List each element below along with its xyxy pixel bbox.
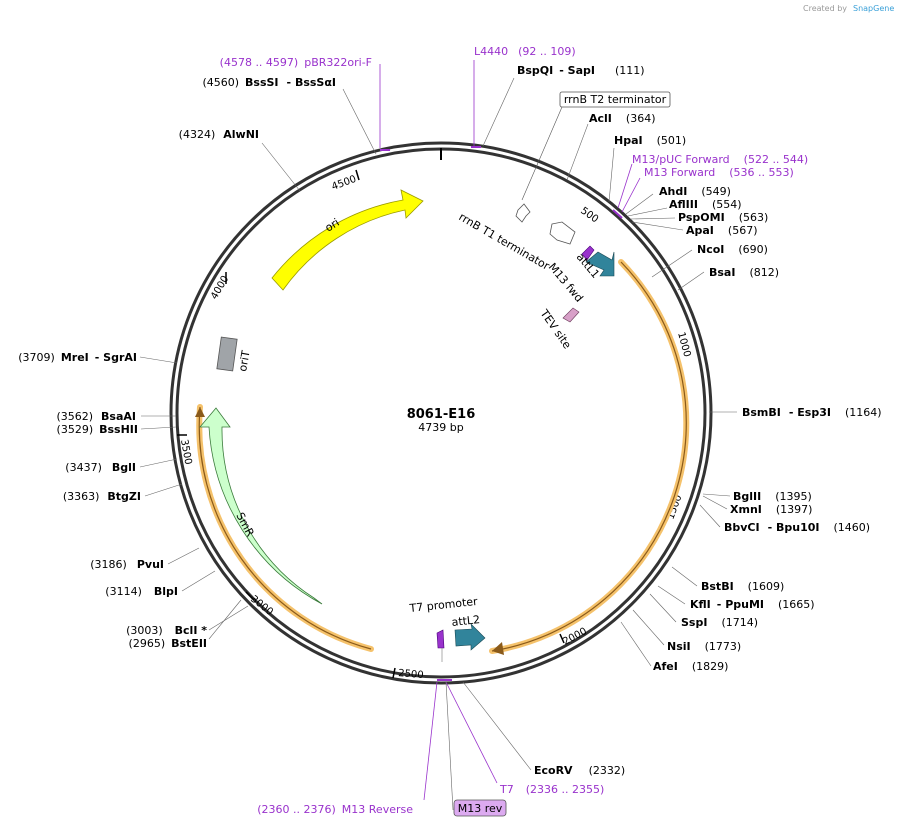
m13-rev-label: M13 rev <box>458 802 503 815</box>
site-bsai: BsaI(812) <box>709 266 779 279</box>
rrnb-t1-label: rrnB T1 terminator <box>457 210 553 273</box>
site-ecorv: EcoRV(2332) <box>534 764 625 777</box>
attl2-feature <box>454 623 486 651</box>
orit-feature <box>216 336 238 372</box>
primer-m13puc: M13/pUC Forward(522 .. 544) <box>632 153 808 166</box>
snapgene-logo: SnapGene <box>853 4 894 13</box>
credit-text: Created by <box>803 4 847 13</box>
site-aflIII: AflIII(554) <box>669 198 742 211</box>
rrnb-t2-label: rrnB T2 terminator <box>564 93 667 106</box>
m13-fwd-feature <box>581 245 595 261</box>
rrnb-t1-feature <box>549 221 576 245</box>
site-bspqi: BspQI- SapI(111) <box>517 64 645 77</box>
site-bbvci: BbvCI- Bpu10I(1460) <box>724 521 870 534</box>
ori-label: ori <box>323 216 342 235</box>
primer-t7: T7(2336 .. 2355) <box>499 783 604 796</box>
site-blpi: (3114)BlpI <box>105 585 178 598</box>
site-alwni: (4324)AlwNI <box>179 128 259 141</box>
m13-rev-box <box>453 799 507 817</box>
tev-feature <box>562 307 580 323</box>
orf-left-arrowhead <box>195 407 205 417</box>
site-ncoi: NcoI(690) <box>697 243 768 256</box>
primer-l4440: L4440(92 .. 109) <box>474 45 576 58</box>
orf-right-arrowhead <box>492 642 504 655</box>
site-pvui: (3186)PvuI <box>90 558 164 571</box>
site-sspi: SspI(1714) <box>681 616 758 629</box>
site-bgli: (3437)BglI <box>65 461 136 474</box>
primers: L4440(92 .. 109) (4578 .. 4597)pBR322ori… <box>220 45 809 816</box>
primer-m13rev: (2360 .. 2376)M13 Reverse <box>257 803 413 816</box>
site-xmni: XmnI(1397) <box>730 503 812 516</box>
attl1-feature <box>585 251 615 277</box>
t7-promoter-feature <box>436 629 445 649</box>
sites-right: BspQI- SapI(111) AclI(364) HpaI(501) Ahd… <box>517 64 882 777</box>
site-afei: AfeI(1829) <box>653 660 728 673</box>
site-lines <box>139 77 737 811</box>
tick-4500: 4500 <box>330 174 358 193</box>
site-pspomi: PspOMI(563) <box>678 211 768 224</box>
site-btgzi: (3363)BtgZI <box>63 490 141 503</box>
tick-2500: 2500 <box>398 668 424 681</box>
site-bsmbi: BsmBI- Esp3I(1164) <box>742 406 882 419</box>
site-bsshii: (3529)BssHII <box>57 423 138 436</box>
tick-3500: 3500 <box>178 439 193 466</box>
primer-m13fwd: M13 Forward(536 .. 553) <box>644 166 794 179</box>
site-bsaai: (3562)BsaAI <box>56 410 136 423</box>
smr-feature <box>199 407 323 605</box>
site-apai: ApaI(567) <box>686 224 758 237</box>
site-kfli: KflI- PpuMI(1665) <box>690 598 815 611</box>
orf-arc-right-line <box>491 261 687 652</box>
orf-arc-right <box>489 259 690 654</box>
site-bsssi: (4560)BssSI- BssSαI <box>202 76 336 89</box>
site-mrei: (3709)MreI- SgrAI <box>18 351 137 364</box>
rrnb-t2-feature <box>515 203 531 223</box>
attl2-label: attL2 <box>451 613 481 629</box>
tick-500: 500 <box>578 205 600 225</box>
site-acli: AclI(364) <box>589 112 656 125</box>
site-hpai: HpaI(501) <box>614 134 686 147</box>
orf-arc-left <box>196 404 374 652</box>
plasmid-name: 8061-E16 <box>407 407 476 422</box>
site-bglii: BglII(1395) <box>733 490 812 503</box>
primer-pbr322ori: (4578 .. 4597)pBR322ori-F <box>220 56 372 69</box>
ori-feature <box>271 189 424 291</box>
primer-mark-m13puc <box>612 209 623 219</box>
site-ahdi: AhdI(549) <box>659 185 731 198</box>
sites-left: (2965)BstEII (3003)BclI * (3114)BlpI (31… <box>18 76 336 650</box>
orf-arc-left-line <box>198 406 372 650</box>
m13-fwd-label: M13 fwd <box>546 261 586 305</box>
rrnb-t2-label-box <box>559 91 671 108</box>
backbone-outer <box>169 141 713 685</box>
orit-label: oriT <box>236 349 253 372</box>
site-bstbi: BstBI(1609) <box>701 580 784 593</box>
site-nsii: NsiI(1773) <box>667 640 741 653</box>
site-bsteii: (2965)BstEII <box>129 637 207 650</box>
plasmid-length: 4739 bp <box>418 421 463 434</box>
t7-promoter-label: T7 promoter <box>408 595 479 615</box>
site-bcli: (3003)BclI * <box>126 624 207 637</box>
primer-lines <box>379 60 641 801</box>
smr-label: SmR <box>233 510 257 539</box>
